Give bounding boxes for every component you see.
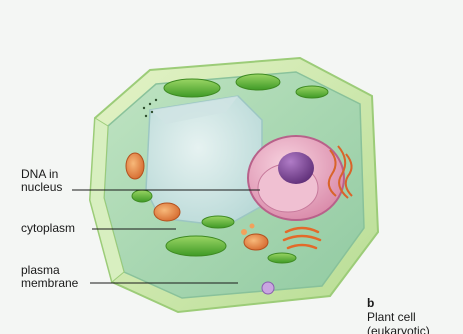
vesicle	[250, 224, 255, 229]
label-dna-in-nucleus: DNA in nucleus	[21, 168, 62, 194]
vesicle	[262, 282, 274, 294]
caption-text: Plant cell (eukaryotic)	[367, 310, 430, 334]
chloroplast	[268, 253, 296, 263]
mitochondrion	[244, 234, 268, 250]
chloroplast	[296, 86, 328, 98]
chloroplast	[202, 216, 234, 228]
nucleolus	[278, 152, 314, 184]
chloroplast	[236, 74, 280, 90]
mitochondrion	[126, 153, 144, 179]
chloroplast	[166, 236, 226, 256]
label-plasma-membrane: plasma membrane	[21, 264, 78, 290]
caption-letter: b	[367, 296, 374, 310]
vesicle	[241, 229, 247, 235]
label-cytoplasm: cytoplasm	[21, 222, 75, 235]
chloroplast	[164, 79, 220, 97]
mitochondrion	[154, 203, 180, 221]
chloroplast	[132, 190, 152, 202]
figure-caption: b Plant cell (eukaryotic)	[367, 282, 430, 334]
